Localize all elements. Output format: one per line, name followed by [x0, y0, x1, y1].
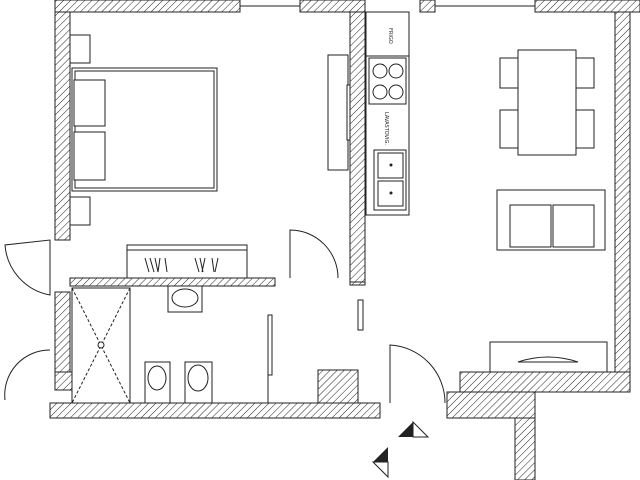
- living-room: [357, 49, 608, 404]
- walls: [49, 0, 640, 480]
- chair: [499, 109, 519, 149]
- exterior-doors: [4, 239, 51, 401]
- bedroom: [69, 34, 339, 279]
- pillow: [73, 79, 106, 127]
- fridge-label: FRIGO: [387, 28, 393, 44]
- entrance-door: [389, 344, 446, 404]
- nightstand: [69, 34, 91, 64]
- chair: [499, 57, 519, 89]
- chair: [575, 109, 595, 149]
- dining-table: [517, 49, 577, 156]
- bathroom: [71, 285, 273, 404]
- shelf: [327, 54, 349, 171]
- pillow: [73, 131, 106, 181]
- entrance-markers: [371, 420, 430, 479]
- kitchen: FRIGO LAVASTOVIG.: [327, 11, 410, 216]
- chair: [575, 57, 595, 89]
- dishwasher-label: LAVASTOVIG.: [383, 112, 389, 145]
- door-bedroom: [289, 229, 339, 279]
- nightstand: [69, 196, 91, 226]
- fridge: [365, 11, 410, 57]
